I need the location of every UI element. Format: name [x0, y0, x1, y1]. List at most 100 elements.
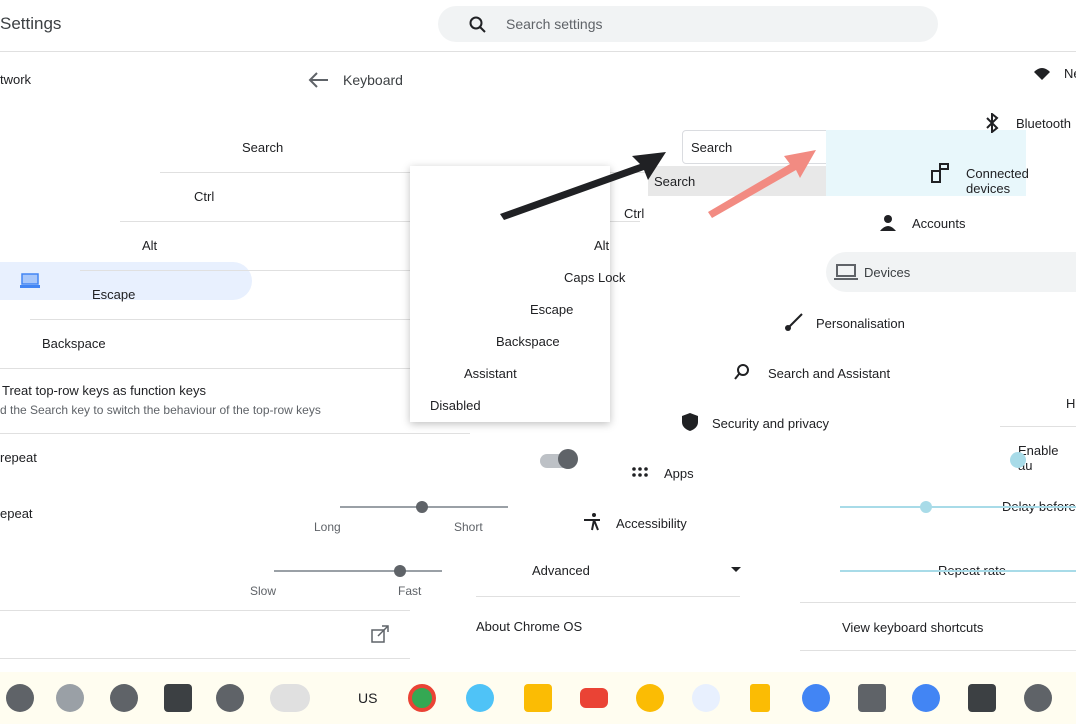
- row-label-backspace: Backspace: [42, 336, 106, 351]
- enable-auto-repeat-label: Enable au: [1018, 443, 1059, 473]
- delay-before-repeat-label: epeat: [0, 506, 33, 521]
- nav-item-network[interactable]: Ne: [1064, 66, 1076, 81]
- shelf-app-icon[interactable]: [164, 684, 192, 712]
- launcher-icon[interactable]: [6, 684, 34, 712]
- divider: [800, 650, 1076, 651]
- dropdown-option-caps-lock[interactable]: Caps Lock: [564, 270, 626, 285]
- keep-icon[interactable]: [750, 684, 770, 712]
- sidebar-item-selected[interactable]: [0, 262, 252, 300]
- row-label-ctrl: Ctrl: [194, 189, 215, 204]
- top-row-keys-description: d the Search key to switch the behaviour…: [0, 403, 321, 417]
- nav-item-about[interactable]: About Chrome OS: [476, 619, 583, 634]
- nav-item-accessibility[interactable]: Accessibility: [616, 516, 687, 531]
- shelf-app-icon[interactable]: [270, 684, 310, 712]
- dropdown-selected-value: Search: [691, 140, 733, 155]
- shelf-app-icon[interactable]: [968, 684, 996, 712]
- devices-selected-pill: [826, 252, 1076, 292]
- dropdown-option-alt[interactable]: Alt: [594, 238, 610, 253]
- nav-item-security-privacy[interactable]: Security and privacy: [712, 416, 830, 431]
- divider: [1000, 426, 1076, 427]
- divider: [30, 319, 550, 320]
- divider: [0, 610, 410, 611]
- enable-auto-repeat-toggle[interactable]: [1010, 452, 1026, 468]
- nav-item-connected-devices[interactable]: Connected devices: [966, 166, 1029, 196]
- nav-item-advanced[interactable]: Advanced: [532, 563, 590, 578]
- rate-slider-handle[interactable]: [394, 565, 406, 577]
- divider: [0, 658, 410, 659]
- nav-item-accounts[interactable]: Accounts: [912, 216, 966, 231]
- external-link-icon[interactable]: [370, 624, 390, 644]
- shelf-app-icon[interactable]: [802, 684, 830, 712]
- chevron-down-icon[interactable]: [731, 567, 741, 572]
- laptop-icon: [834, 264, 858, 280]
- shelf-app-icon[interactable]: [216, 684, 244, 712]
- laptop-icon: [20, 273, 40, 288]
- delay-short-label: Short: [454, 520, 483, 534]
- divider: [80, 270, 600, 271]
- divider: [800, 602, 1076, 603]
- shelf-app-icon[interactable]: [858, 684, 886, 712]
- rate-slider-track[interactable]: [274, 570, 442, 572]
- header-bar: Settings Search settings: [0, 0, 1076, 52]
- shelf-app-icon[interactable]: [692, 684, 720, 712]
- delay-slider-track[interactable]: [840, 506, 1076, 508]
- row-label-alt: Alt: [142, 238, 158, 253]
- delay-slider-handle[interactable]: [416, 501, 428, 513]
- brush-icon: [785, 313, 803, 331]
- search-icon: [734, 364, 749, 380]
- dropdown-option-escape[interactable]: Escape: [530, 302, 574, 317]
- divider: [0, 433, 470, 434]
- dropdown-menu: [410, 166, 610, 422]
- nav-item-bluetooth[interactable]: Bluetooth: [1016, 116, 1071, 131]
- nav-item-personalisation[interactable]: Personalisation: [816, 316, 905, 331]
- search-icon: [469, 16, 486, 33]
- shelf-app-icon[interactable]: [1024, 684, 1052, 712]
- divider: [0, 368, 500, 369]
- shelf-app-icon[interactable]: [912, 684, 940, 712]
- youtube-icon[interactable]: [580, 688, 608, 708]
- dropdown-option-assistant[interactable]: Assistant: [464, 366, 517, 381]
- heading-fragment: H: [1066, 396, 1076, 411]
- dropdown-option-ctrl[interactable]: Ctrl: [624, 206, 645, 221]
- photos-icon[interactable]: [636, 684, 664, 712]
- search-input[interactable]: Search settings: [506, 16, 603, 32]
- play-store-icon[interactable]: [524, 684, 552, 712]
- delay-long-label: Long: [314, 520, 341, 534]
- bluetooth-icon: [986, 113, 999, 133]
- shield-icon: [682, 413, 698, 431]
- wifi-icon: [1034, 68, 1050, 80]
- dropdown-option-backspace[interactable]: Backspace: [496, 334, 560, 349]
- top-row-keys-title: Treat top-row keys as function keys: [2, 383, 206, 398]
- input-method-indicator[interactable]: US: [358, 690, 378, 706]
- row-label-escape: Escape: [92, 287, 136, 302]
- shelf-app-icon[interactable]: [466, 684, 494, 712]
- row-label-search: Search: [242, 140, 284, 155]
- search-box[interactable]: Search settings: [438, 6, 938, 42]
- divider: [120, 221, 640, 222]
- nav-item-apps[interactable]: Apps: [664, 466, 694, 481]
- dropdown-option-search[interactable]: Search: [654, 174, 696, 189]
- sidebar-item-network[interactable]: twork: [0, 72, 32, 87]
- nav-item-search-and-assistant[interactable]: Search and Assistant: [768, 366, 891, 381]
- phone-icon: [931, 163, 949, 183]
- auto-repeat-toggle-knob[interactable]: [558, 449, 578, 469]
- nav-item-devices[interactable]: Devices: [864, 265, 911, 280]
- delay-slider-handle[interactable]: [920, 501, 932, 513]
- dropdown-option-disabled[interactable]: Disabled: [430, 398, 481, 413]
- divider: [476, 596, 740, 597]
- auto-repeat-label: repeat: [0, 450, 37, 465]
- rate-slow-label: Slow: [250, 584, 277, 598]
- connected-devices-card: [826, 130, 1026, 196]
- back-arrow-icon[interactable]: [306, 70, 330, 90]
- rate-slider-track[interactable]: [840, 570, 1076, 572]
- person-icon: [880, 215, 896, 231]
- shelf-app-icon[interactable]: [110, 684, 138, 712]
- view-keyboard-shortcuts-link[interactable]: View keyboard shortcuts: [842, 620, 984, 635]
- page-title: Keyboard: [343, 72, 403, 88]
- app-title: Settings: [0, 14, 62, 33]
- accessibility-icon: [584, 513, 600, 531]
- chrome-icon[interactable]: [408, 684, 436, 712]
- apps-grid-icon: [632, 467, 648, 477]
- rate-fast-label: Fast: [398, 584, 422, 598]
- shelf-app-icon[interactable]: [56, 684, 84, 712]
